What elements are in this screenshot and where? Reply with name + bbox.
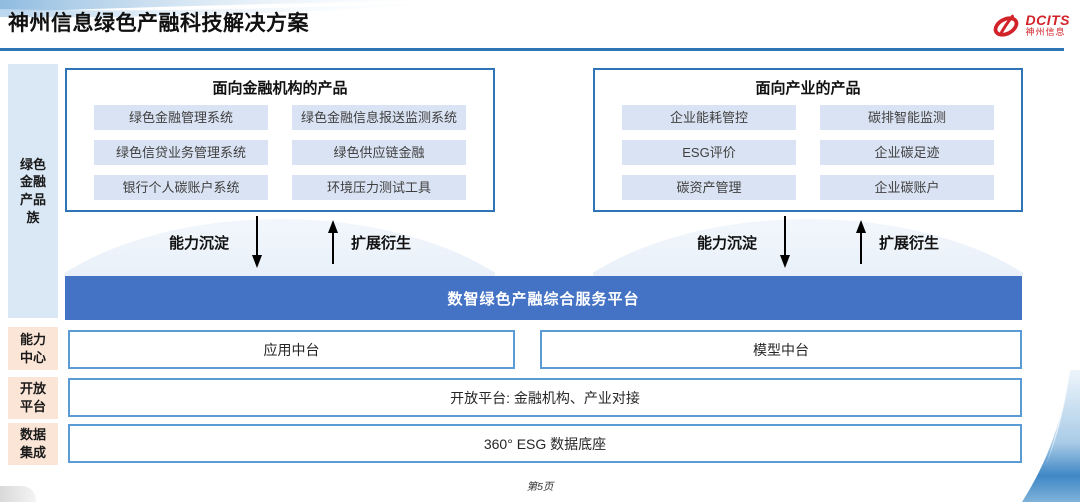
product-item: 绿色信贷业务管理系统	[94, 140, 268, 165]
flow-group-finance: 能力沉淀 扩展衍生	[75, 211, 505, 273]
data-base-box: 360° ESG 数据底座	[68, 424, 1022, 463]
open-platform-box: 开放平台: 金融机构、产业对接	[68, 378, 1022, 417]
platform-bar-label: 数智绿色产融综合服务平台	[447, 290, 640, 308]
dcits-swoosh-icon	[993, 14, 1018, 37]
logo-brand-cn: 神州信息	[1025, 26, 1066, 37]
corner-wedge-decoration	[0, 486, 36, 502]
up-arrow-icon	[856, 220, 866, 264]
open-platform-label: 开放平台: 金融机构、产业对接	[450, 389, 640, 406]
model-middle-platform-box: 模型中台	[540, 330, 1022, 369]
product-item: 绿色金融管理系统	[94, 105, 268, 130]
down-arrow-icon	[780, 216, 790, 268]
logo-brand: DCITS	[1025, 11, 1070, 28]
flow-sink-label: 能力沉淀	[168, 234, 229, 252]
product-item: 绿色金融信息报送监测系统	[292, 105, 466, 130]
flow-derive-label: 扩展衍生	[351, 234, 412, 252]
rail-label-product-family: 绿色金融产品族	[8, 64, 58, 318]
product-item: 企业能耗管控	[622, 105, 796, 130]
up-arrow-icon	[328, 220, 338, 264]
logo-text: DCITS 神州信息	[1026, 13, 1071, 37]
industry-products-grid: 企业能耗管控 碳排智能监测 ESG评价 企业碳足迹 碳资产管理 企业碳账户	[595, 105, 1021, 200]
down-arrow-icon	[252, 216, 262, 268]
industry-products-title: 面向产业的产品	[755, 80, 861, 97]
platform-bar: 数智绿色产融综合服务平台	[65, 276, 1022, 320]
dome-decoration-left	[65, 213, 495, 276]
flow-sink-label: 能力沉淀	[696, 234, 757, 252]
corner-swoosh-decoration	[1022, 370, 1080, 502]
product-item: 绿色供应链金融	[292, 140, 466, 165]
finance-products-box: 面向金融机构的产品 绿色金融管理系统 绿色金融信息报送监测系统 绿色信贷业务管理…	[65, 68, 495, 212]
product-item: 碳排智能监测	[820, 105, 994, 130]
app-middle-platform-label: 应用中台	[263, 341, 320, 358]
page-title: 神州信息绿色产融科技解决方案	[8, 12, 309, 35]
data-base-label: 360° ESG 数据底座	[483, 435, 607, 452]
product-item: 环境压力测试工具	[292, 175, 466, 200]
product-item: 企业碳账户	[820, 175, 994, 200]
product-item: 碳资产管理	[622, 175, 796, 200]
dome-decoration-right	[593, 213, 1023, 276]
app-middle-platform-box: 应用中台	[68, 330, 515, 369]
product-item: ESG评价	[622, 140, 796, 165]
flow-group-industry: 能力沉淀 扩展衍生	[603, 211, 1033, 273]
industry-products-box: 面向产业的产品 企业能耗管控 碳排智能监测 ESG评价 企业碳足迹 碳资产管理 …	[593, 68, 1023, 212]
header-divider	[0, 48, 1064, 51]
page-number: 第5页	[526, 481, 554, 493]
product-item: 银行个人碳账户系统	[94, 175, 268, 200]
rail-label-data-integration: 数据集成	[8, 423, 58, 465]
model-middle-platform-label: 模型中台	[753, 341, 809, 358]
rail-label-open-platform: 开放平台	[8, 377, 58, 419]
finance-products-grid: 绿色金融管理系统 绿色金融信息报送监测系统 绿色信贷业务管理系统 绿色供应链金融…	[67, 105, 493, 200]
company-logo: DCITS 神州信息	[989, 10, 1071, 40]
top-swoosh-decoration	[0, 0, 470, 18]
rail-label-capability-center: 能力中心	[8, 327, 58, 370]
finance-products-title: 面向金融机构的产品	[212, 80, 348, 97]
flow-derive-label: 扩展衍生	[879, 234, 940, 252]
product-item: 企业碳足迹	[820, 140, 994, 165]
